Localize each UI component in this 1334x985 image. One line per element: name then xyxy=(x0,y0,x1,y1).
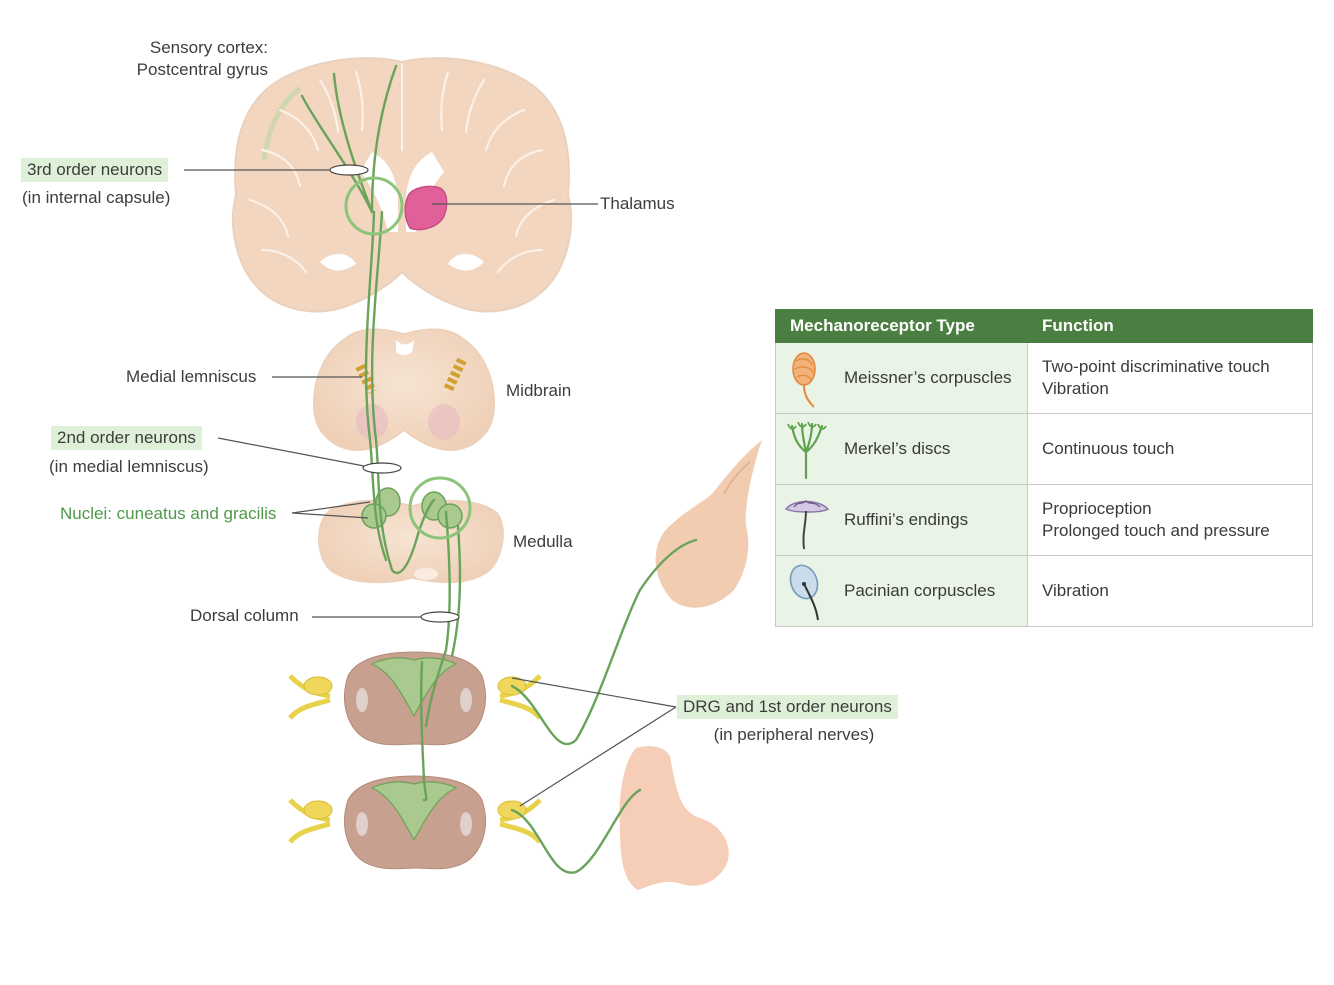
table-row: Merkel’s discs Continuous touch xyxy=(775,413,1313,485)
second-order-neurons-sublabel: (in medial lemniscus) xyxy=(49,457,209,476)
table-row: Pacinian corpuscles Vibration xyxy=(775,555,1313,627)
header-function: Function xyxy=(1027,309,1313,343)
function-line: Continuous touch xyxy=(1042,439,1175,458)
medulla-section xyxy=(318,487,504,584)
nuclei-label: Nuclei: cuneatus and gracilis xyxy=(60,504,277,523)
header-mechanoreceptor-type: Mechanoreceptor Type xyxy=(775,309,1028,343)
function-line: Prolonged touch and pressure xyxy=(1042,521,1270,540)
function-line: Vibration xyxy=(1042,581,1109,600)
brain-coronal-section xyxy=(231,57,573,313)
ruffini-ending-icon xyxy=(784,500,830,550)
thalamus-shape xyxy=(404,185,448,231)
table-row: Ruffini’s endings Proprioception Prolong… xyxy=(775,484,1313,556)
type-label: Ruffini’s endings xyxy=(844,510,969,529)
sensory-cortex-label: Sensory cortex: Postcentral gyrus xyxy=(110,37,268,81)
mechanoreceptor-table: Mechanoreceptor Type Function Meissner’s… xyxy=(775,309,1313,627)
third-order-neurons-sublabel: (in internal capsule) xyxy=(22,188,171,207)
sensory-cortex-line1: Sensory cortex: xyxy=(149,38,268,57)
midbrain-section xyxy=(313,328,495,451)
function-line: Two-point discriminative touch xyxy=(1042,357,1270,376)
function-cell: Two-point discriminative touch Vibration xyxy=(1027,342,1313,414)
sensory-cortex-line2: Postcentral gyrus xyxy=(136,60,268,79)
spinal-cord-upper xyxy=(288,651,542,746)
midbrain-label: Midbrain xyxy=(506,381,572,400)
table-row: Meissner’s corpuscles Two-point discrimi… xyxy=(775,342,1313,414)
type-label: Meissner’s corpuscles xyxy=(844,368,1012,387)
synapse-circle-medulla xyxy=(408,476,472,540)
leader-lines xyxy=(184,169,677,807)
hand-illustration xyxy=(655,440,762,608)
type-cell: Pacinian corpuscles xyxy=(775,555,1028,627)
type-label: Pacinian corpuscles xyxy=(844,581,996,600)
thalamus-label: Thalamus xyxy=(600,194,675,213)
drg-label: DRG and 1st order neurons xyxy=(677,695,898,719)
third-order-neurons-label: 3rd order neurons xyxy=(21,158,169,182)
medulla-label: Medulla xyxy=(513,532,573,551)
synapse-circle-thalamus xyxy=(344,176,404,236)
type-cell: Merkel’s discs xyxy=(775,413,1028,485)
second-order-neurons-label: 2nd order neurons xyxy=(51,426,202,450)
drg-sublabel: (in peripheral nerves) xyxy=(713,725,875,744)
function-cell: Continuous touch xyxy=(1027,413,1313,485)
table-header-row: Mechanoreceptor Type Function xyxy=(775,309,1313,343)
foot-illustration xyxy=(619,746,729,890)
dorsal-column-pathway xyxy=(300,64,698,874)
function-cell: Proprioception Prolonged touch and press… xyxy=(1027,484,1313,556)
dorsal-column-label: Dorsal column xyxy=(190,606,299,625)
function-cell: Vibration xyxy=(1027,555,1313,627)
medial-lemniscus-label: Medial lemniscus xyxy=(126,367,257,386)
merkel-disc-icon xyxy=(787,421,827,480)
function-line: Proprioception xyxy=(1042,499,1152,518)
pacinian-corpuscle-icon xyxy=(789,564,819,621)
type-label: Merkel’s discs xyxy=(844,439,951,458)
spinal-cord-lower xyxy=(288,775,542,870)
type-cell: Meissner’s corpuscles xyxy=(775,342,1028,414)
meissner-corpuscle-icon xyxy=(792,352,816,408)
type-cell: Ruffini’s endings xyxy=(775,484,1028,556)
function-line: Vibration xyxy=(1042,379,1109,398)
